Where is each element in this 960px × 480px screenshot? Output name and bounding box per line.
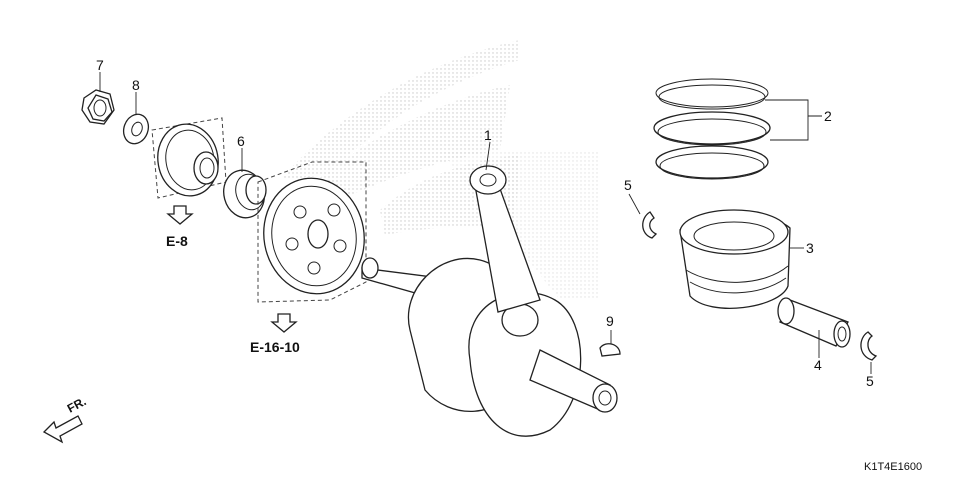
callout-5-upper: 5 [624, 177, 632, 193]
key-part-9[interactable] [599, 343, 621, 357]
reference-label-e16-10[interactable]: E-16-10 [250, 339, 300, 355]
reference-arrow-e8 [166, 205, 194, 225]
callout-8: 8 [132, 77, 140, 93]
gear-small [157, 123, 219, 197]
front-direction-label: FR. [65, 394, 89, 415]
callout-9: 9 [606, 313, 614, 329]
callout-2: 2 [824, 108, 832, 124]
callout-7: 7 [96, 57, 104, 73]
callout-4: 4 [814, 357, 822, 373]
piston-part-3[interactable] [679, 209, 791, 309]
nut-part-7[interactable] [81, 89, 115, 125]
leader-lines [99, 72, 872, 374]
front-direction-arrow [42, 415, 83, 444]
piston-rings-part-2[interactable] [653, 78, 771, 180]
callout-3: 3 [806, 240, 814, 256]
piston-pin-part-4[interactable] [777, 297, 851, 348]
crankshaft-part-1[interactable] [361, 165, 618, 437]
gear-assembly-e8[interactable] [151, 117, 227, 201]
circlip-part-5-lower[interactable] [860, 331, 878, 361]
gear-large [263, 177, 365, 295]
washer-part-8[interactable] [120, 111, 153, 147]
callout-6: 6 [237, 133, 245, 149]
callout-5-lower: 5 [866, 373, 874, 389]
gear-assembly-e16-10[interactable] [255, 161, 374, 303]
reference-label-e8[interactable]: E-8 [166, 233, 188, 249]
bearing-part-6[interactable] [218, 166, 269, 223]
diagram-code: K1T4E1600 [864, 461, 922, 473]
circlip-part-5-upper[interactable] [642, 211, 658, 239]
reference-arrow-e16-10 [270, 313, 298, 333]
callout-1: 1 [484, 127, 492, 143]
